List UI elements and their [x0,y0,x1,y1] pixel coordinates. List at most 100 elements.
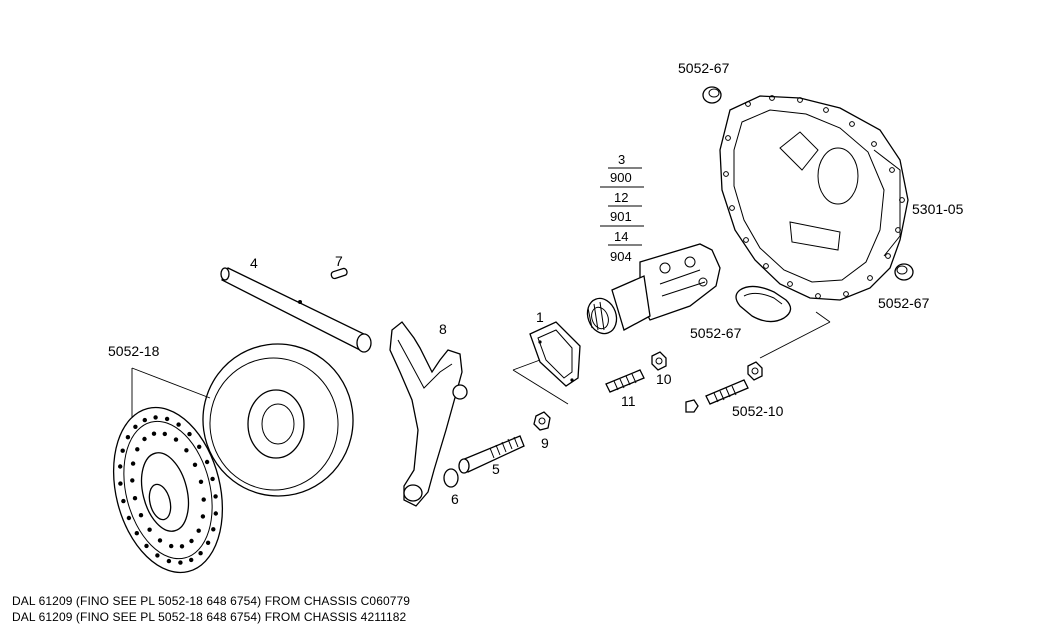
disc-hole [157,538,163,543]
disc-hole [135,447,140,452]
callout-1: 1 [536,309,544,325]
disc-hole [200,514,206,519]
stud-part-5 [458,435,525,474]
housing-bolt-hole [843,291,849,297]
disc-hole [205,540,211,545]
disc-hole [133,424,138,429]
housing-bolt-hole [763,263,769,269]
disc-hole [130,478,135,483]
fraction-900: 900 [610,170,632,185]
disc-hole [134,531,139,536]
callout-5301-05: 5301-05 [912,201,964,217]
callout-5052-10: 5052-10 [732,403,784,419]
disc-hole [198,551,203,556]
callout-9: 9 [541,435,549,451]
disc-hole [189,557,194,563]
housing-bolt-hole [867,275,873,281]
callout-6: 6 [451,491,459,507]
ring-part-6 [443,468,459,488]
housing-bolt-hole [745,101,751,107]
callout-5052-67-right: 5052-67 [878,295,930,311]
disc-hole [211,527,216,532]
callout-5052-67-cover: 5052-67 [690,325,742,341]
disc-hole [138,513,144,518]
disc-hole [121,498,126,504]
disc-hole [173,437,179,442]
disc-hole [125,435,131,440]
callout-11: 11 [621,393,636,409]
housing-bolt-hole [725,135,731,141]
housing-bolt-hole [743,237,749,243]
callout-10: 10 [656,371,672,387]
fraction-12: 12 [614,190,628,205]
callout-5: 5 [492,461,500,477]
clutch-disc [112,406,224,574]
housing-bolt-hole [815,293,821,299]
disc-hole [210,476,215,482]
plug-top [702,86,722,104]
disc-hole [164,416,170,422]
footnote-line-2: DAL 61209 (FINO SEE PL 5052-18 648 6754)… [12,610,407,624]
disc-hole [187,431,192,437]
disc-hole [189,538,194,544]
housing-bolt-holes [723,95,905,299]
disc-hole [178,560,183,565]
pin-part-7 [330,267,348,280]
disc-hole [184,448,189,453]
shaft-part-4 [220,267,372,353]
disc-hole [213,511,218,516]
callout-5052-18: 5052-18 [108,343,160,359]
disc-hole [204,459,210,465]
disc-hole [130,461,136,466]
disc-hole [176,422,181,427]
fraction-904: 904 [610,249,632,264]
callout-4: 4 [250,255,258,271]
disc-hole [192,462,198,467]
callout-5052-67-top: 5052-67 [678,60,730,76]
disc-hole [196,528,201,533]
housing-bolt-hole [871,141,877,147]
disc-hole [198,479,204,484]
pressure-plate [202,343,354,497]
disc-hole [213,494,218,499]
disc-hole [118,464,123,469]
fraction-stack: 3 900 12 901 14 904 [600,152,644,264]
disc-hole [169,543,174,549]
gasket-part-1 [512,321,581,405]
housing-bolt-hole [823,107,829,113]
disc-hole [201,497,206,502]
fraction-3: 3 [618,152,625,167]
housing-bolt-hole [797,97,803,103]
stud-5052-10 [685,311,831,413]
disc-hole [142,417,147,423]
housing-bolt-hole [849,121,855,127]
inspection-cover [735,285,792,323]
disc-hole [142,436,147,442]
footnote-line-1: DAL 61209 (FINO SEE PL 5052-18 648 6754)… [12,594,411,608]
housing-bolt-hole [723,171,729,177]
disc-hole [132,496,138,501]
disc-hole [118,481,123,486]
callout-7: 7 [335,253,343,269]
stud-part-11 [605,369,645,393]
nut-part-10 [651,351,667,371]
disc-hole [155,553,160,558]
fraction-14: 14 [614,229,628,244]
disc-hole [144,543,149,549]
plug-right [894,263,914,281]
housing-bolt-hole [787,281,793,287]
release-fork-part-8 [389,321,468,507]
disc-hole [153,415,158,420]
housing-bolt-hole [889,167,895,173]
disc-friction-holes [118,415,218,565]
disc-hole [197,444,202,449]
bell-housing [719,95,909,301]
fraction-901: 901 [610,209,632,224]
callout-8: 8 [439,321,447,337]
disc-hole [147,527,152,532]
disc-hole [166,558,172,564]
disc-hole [120,448,125,453]
disc-hole [162,431,167,437]
housing-bolt-hole [899,197,905,203]
